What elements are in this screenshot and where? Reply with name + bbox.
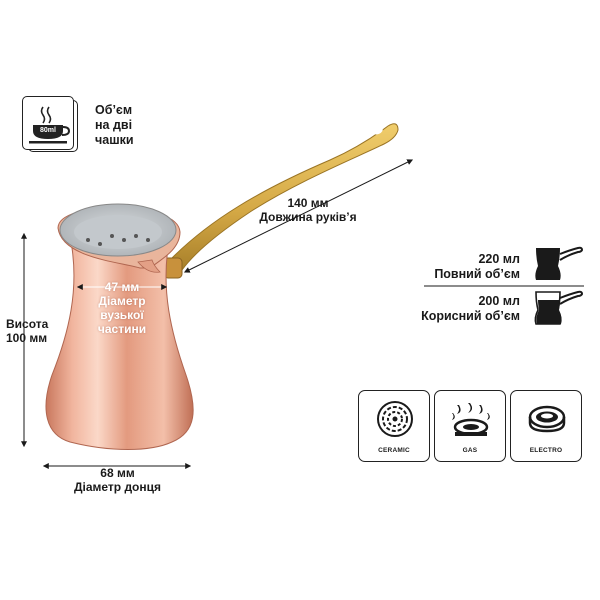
stove-electro: ELECTRO xyxy=(510,390,582,462)
cup-volume-label: Об’єм на дві чашки xyxy=(95,103,134,147)
neck-diameter-label: Діаметр вузької частини xyxy=(97,294,147,336)
stove-electro-label: ELECTRO xyxy=(529,447,563,454)
height-label: Висота 100 мм xyxy=(6,317,49,345)
base-diameter-label: 68 мм Діаметр донця xyxy=(73,466,162,494)
cup-volume-text: 80ml xyxy=(40,127,56,134)
handle-length-label: 140 мм Довжина руків’я xyxy=(259,196,357,224)
full-pot-icon xyxy=(535,246,584,280)
copper-body xyxy=(45,247,194,450)
handle-length-arrow xyxy=(183,159,414,273)
stove-ceramic: CERAMIC xyxy=(358,390,430,462)
usable-volume-label: 200 мл Корисний об’єм xyxy=(421,294,520,323)
usable-pot-icon xyxy=(534,290,584,325)
stove-gas: GAS xyxy=(434,390,506,462)
electric-hob-icon xyxy=(528,405,566,433)
gas-burner-icon xyxy=(452,403,490,436)
full-volume-label: 220 мл Повний об’єм xyxy=(434,252,520,281)
ceramic-hob-icon xyxy=(377,401,413,437)
stove-gas-label: GAS xyxy=(462,447,478,454)
neck-diameter-value: 47 мм xyxy=(104,280,140,294)
cup-volume-badge: 80ml xyxy=(22,96,80,156)
coffee-cup-icon xyxy=(29,106,71,144)
stove-ceramic-label: CERAMIC xyxy=(378,447,410,454)
